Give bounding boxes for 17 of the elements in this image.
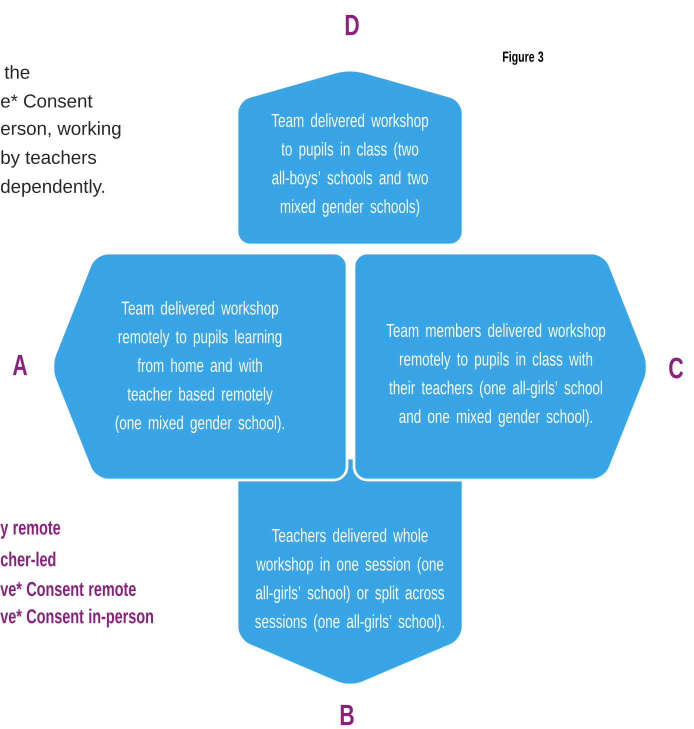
figure-label: Figure 3: [503, 51, 544, 65]
key-text: y remote: [0, 521, 60, 539]
body-text: dependently.: [1, 179, 104, 197]
section-letter: B: [340, 704, 354, 726]
key-text: ve* Consent remote: [0, 582, 136, 596]
hexagon-box: Team members delivered workshop remotely to pupils in class with their teachers (one all-girls’ school and one mixed gender school).: [352, 252, 648, 482]
body-text: e* Consent: [1, 94, 92, 108]
key-text: ve* Consent in-person: [0, 608, 153, 628]
body-text: the: [4, 65, 30, 79]
section-letter: A: [12, 354, 28, 376]
section-letter: C: [669, 358, 684, 378]
body-text: erson, working: [1, 121, 120, 139]
hexagon-box: Team delivered workshop to pupils in class (two all-boys’ schools and two mixed gender schools): [236, 68, 464, 246]
key-text: cher-led: [0, 552, 56, 566]
section-letter: D: [346, 14, 359, 36]
hexagon-box: Team delivered workshop remotely to pupils learning from home and with teacher based remotely (one mixed gender school).: [52, 252, 348, 482]
body-text: by teachers: [1, 150, 96, 168]
